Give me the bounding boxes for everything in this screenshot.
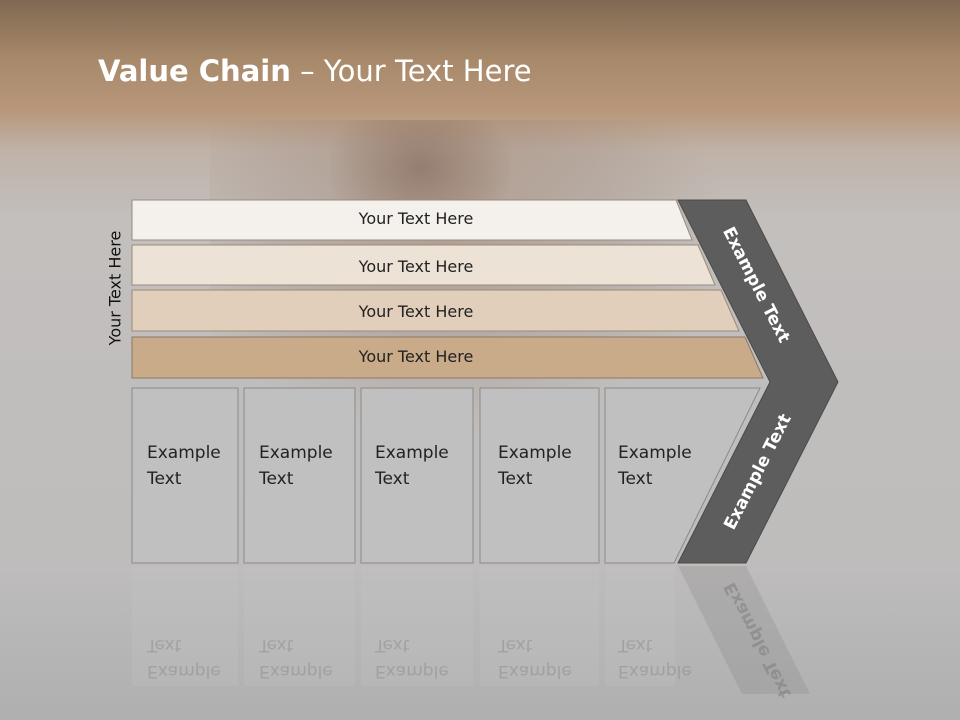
box-label-1-line1: Example (147, 443, 221, 463)
row-shape-2[interactable] (131, 244, 716, 286)
box-label-4-line1: Example (498, 443, 572, 463)
title-bold: Value Chain (98, 54, 291, 88)
box-label-2-line1: Example (259, 443, 333, 463)
box-shape-2[interactable] (243, 387, 356, 564)
row-shape-4[interactable] (131, 336, 764, 379)
row-label-4: Your Text Here (358, 347, 474, 366)
box-shape-5[interactable] (604, 387, 761, 564)
water-surface (0, 560, 960, 720)
box-label-2-line2: Text (259, 469, 294, 489)
row-label-1: Your Text Here (358, 209, 474, 228)
box-label-4-line2: Text (498, 469, 533, 489)
box-label-5-line2: Text (618, 469, 653, 489)
box-shape-4[interactable] (479, 387, 600, 564)
box-label-3-line2: Text (375, 469, 410, 489)
row-label-2: Your Text Here (358, 257, 474, 276)
reflection-group (132, 566, 810, 694)
row-shape-3[interactable] (131, 289, 740, 332)
row-label-3: Your Text Here (358, 302, 474, 321)
chevron-arrow[interactable] (677, 199, 839, 564)
box-label-3-line1: Example (375, 443, 449, 463)
title-rest: – Your Text Here (290, 54, 532, 88)
box-label-1-line2: Text (147, 469, 182, 489)
box-shape-3[interactable] (360, 387, 474, 564)
slide-title: Value Chain – Your Text Here (98, 54, 532, 88)
row-shape-1[interactable] (131, 199, 693, 241)
box-shape-1[interactable] (131, 387, 239, 564)
box-label-5-line1: Example (618, 443, 692, 463)
